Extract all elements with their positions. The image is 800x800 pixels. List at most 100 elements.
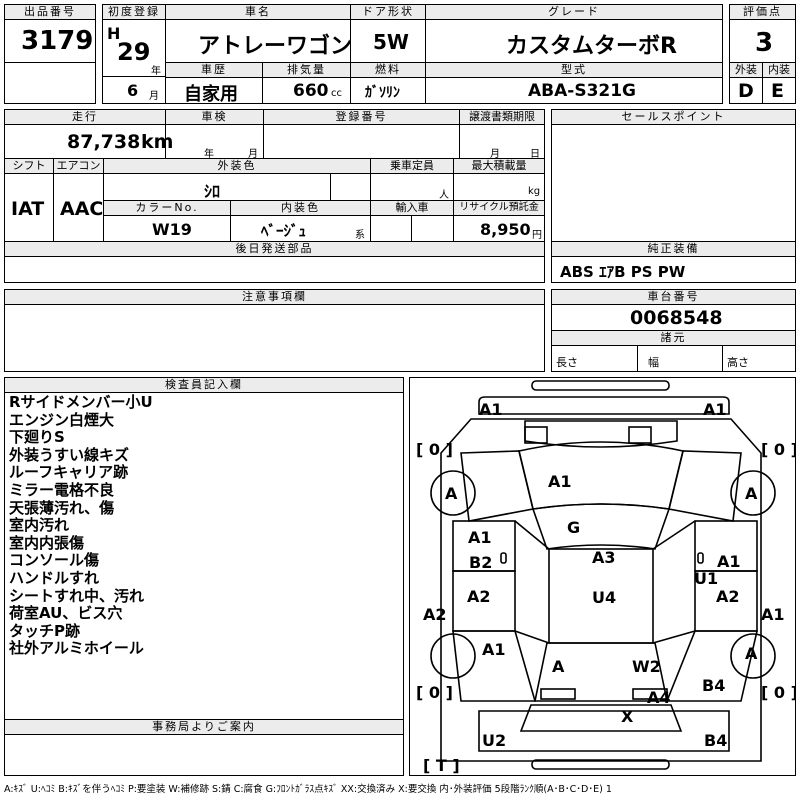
damage-mark: A — [552, 657, 565, 676]
score-cell: 3 — [729, 19, 796, 63]
length-cell: 長さ — [551, 345, 638, 372]
tire-rr: [ 0 ] — [761, 683, 795, 702]
lot-number-label: 出品番号 — [4, 4, 96, 20]
office-label: 事務局よりご案内 — [4, 719, 404, 735]
inspector-note: シートすれ中、汚れ — [9, 586, 145, 605]
max-load-cell: kg — [453, 173, 545, 201]
damage-mark: B2 — [469, 553, 492, 572]
year-unit: 年 — [151, 66, 161, 77]
inspector-note: コンソール傷 — [9, 551, 100, 570]
max-load-unit: kg — [528, 186, 541, 197]
model-label: 型式 — [425, 62, 723, 78]
wheel-front-left — [430, 470, 476, 516]
history-cell: 自家用 — [165, 77, 263, 105]
ac-cell: AAC — [53, 173, 104, 242]
tire-fr: [ 0 ] — [761, 440, 795, 459]
transfer-deadline-label: 譲渡書類期限 — [459, 109, 545, 125]
int-color: ﾍﾞｰｼﾞｭ — [261, 222, 307, 240]
interior-cell: E — [762, 77, 796, 104]
damage-mark: A — [745, 484, 758, 503]
ac: AAC — [60, 198, 104, 220]
mileage-cell: 87,738 km — [4, 124, 173, 159]
office-cell — [4, 734, 404, 776]
damage-mark: A2 — [467, 587, 491, 606]
notes-label: 注意事項欄 — [4, 289, 545, 305]
capacity-label: 乗車定員 — [370, 158, 454, 174]
exterior-grade: D — [738, 80, 754, 102]
pillar-rf — [652, 520, 696, 550]
wiper-right — [628, 426, 652, 444]
right-front-fender — [668, 450, 742, 522]
damage-mark: A — [445, 484, 458, 503]
int-color-unit: 系 — [355, 230, 365, 241]
import-cell-a — [370, 215, 412, 242]
inspector-note: 室内内張傷 — [9, 533, 85, 552]
inspector-note: Rサイドメンバー小U — [9, 393, 153, 411]
grade: カスタムターボR — [506, 34, 677, 59]
grade-cell: カスタムターボR — [425, 19, 723, 63]
ext-color-cell: ｼﾛ — [103, 173, 331, 201]
fuel-label: 燃料 — [350, 62, 426, 78]
shift-cell: IAT — [4, 173, 54, 242]
first-registration-label: 初度登録 — [102, 4, 166, 20]
damage-mark: A1 — [548, 472, 572, 491]
wheel-rear-left — [430, 633, 476, 679]
pillar-rr — [652, 630, 696, 644]
height-label: 高さ — [727, 356, 749, 369]
capacity-cell: 人 — [370, 173, 454, 201]
tire-rl: [ 0 ] — [416, 683, 453, 702]
later-parts-cell — [4, 256, 545, 283]
damage-mark: A4 — [647, 688, 671, 707]
damage-mark: B4 — [704, 731, 727, 750]
damage-mark: B4 — [702, 676, 725, 695]
capacity-unit: 人 — [439, 190, 449, 201]
import-label: 輸入車 — [370, 200, 454, 216]
first-registration-cell: H 29 年 — [102, 19, 166, 77]
door-label: ドア形状 — [350, 4, 426, 20]
fuel: ｶﾞｿﾘﾝ — [365, 85, 400, 101]
int-color-label: 内装色 — [230, 200, 371, 216]
tailgate — [519, 704, 683, 732]
rear-bumper-bottom — [531, 759, 670, 770]
shift-label: シフト — [4, 158, 54, 174]
color-no-label: カラーNo. — [103, 200, 231, 216]
notes-cell — [4, 304, 545, 372]
model-cell: ABA-S321G — [425, 77, 723, 104]
damage-mark: A1 — [479, 400, 503, 419]
damage-mark: U1 — [694, 569, 718, 588]
import-cell-b — [411, 215, 454, 242]
left-front-fender — [460, 450, 534, 522]
door-cell: 5W — [350, 19, 426, 63]
pillar-lr — [514, 630, 550, 644]
lot-blank-cell — [4, 62, 96, 104]
wiper-left — [524, 426, 548, 444]
door-type: 5W — [373, 30, 409, 54]
width-cell: 幅 — [637, 345, 723, 372]
reg-month-cell: 6 月 — [102, 76, 166, 104]
mileage: 87,738 — [67, 131, 141, 153]
pillar-lf — [514, 520, 550, 550]
shift: IAT — [11, 198, 45, 220]
fuel-cell: ｶﾞｿﾘﾝ — [350, 77, 426, 104]
sales-point-label: セールスポイント — [551, 109, 796, 125]
grade-label: グレード — [425, 4, 723, 20]
color-no: W19 — [152, 220, 192, 239]
int-color-cell: ﾍﾞｰｼﾞｭ 系 — [230, 215, 371, 242]
inspector-label: 検査員記入欄 — [4, 377, 404, 393]
damage-mark: W2 — [632, 657, 661, 676]
displacement-label: 排気量 — [262, 62, 351, 78]
inspection-cell: 年 月 — [165, 124, 264, 160]
windshield — [531, 503, 671, 550]
equipment: ABS ｴｱB PS PW — [560, 263, 686, 281]
ext-color-label: 外装色 — [103, 158, 371, 174]
damage-mark: A2 — [716, 587, 740, 606]
mileage-label: 走行 — [4, 109, 166, 125]
inspector-note: ハンドルすれ — [9, 568, 100, 587]
transfer-month-unit: 月 — [490, 149, 500, 160]
ext-color: ｼﾛ — [204, 182, 221, 201]
color-no-cell: W19 — [103, 215, 231, 242]
hood — [518, 441, 684, 510]
